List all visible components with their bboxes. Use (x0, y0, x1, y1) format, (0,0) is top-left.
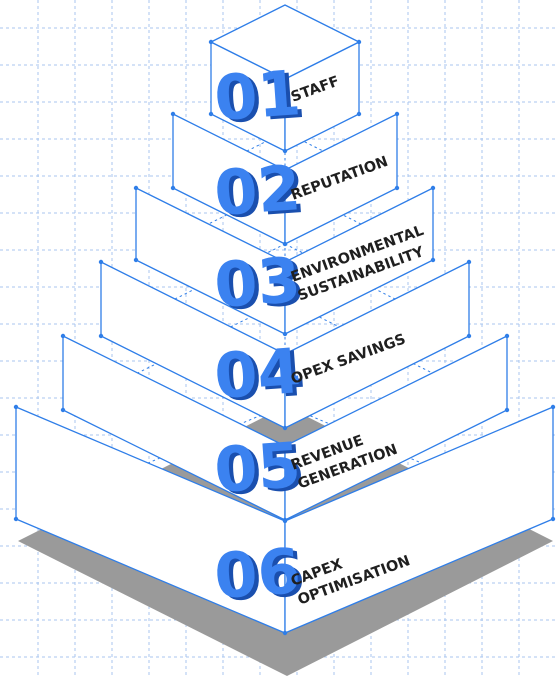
vertex-dot (60, 407, 66, 413)
vertex-dot (170, 111, 176, 117)
vertex-dot (60, 333, 66, 339)
vertex-dot (208, 39, 214, 45)
vertex-dot (282, 351, 288, 357)
tier-number: 02 (212, 151, 303, 230)
vertex-dot (13, 404, 19, 410)
tier-number: 03 (212, 243, 303, 322)
vertex-dot (282, 630, 288, 636)
vertex-dot (170, 185, 176, 191)
vertex-dot (430, 257, 436, 263)
tier-number: 05 (212, 428, 303, 507)
tier-number: 06 (212, 534, 303, 613)
tier-number-shadow: 04 (216, 337, 307, 416)
vertex-dot (466, 259, 472, 265)
vertex-dot (466, 333, 472, 339)
vertex-dot (282, 259, 288, 265)
vertex-dot (356, 39, 362, 45)
tier-number-shadow: 05 (216, 431, 307, 510)
vertex-dot (550, 404, 556, 410)
vertex-dot (282, 517, 288, 523)
vertex-dot (394, 111, 400, 117)
vertex-dot (282, 443, 288, 449)
tier-number-shadow: 02 (216, 154, 307, 233)
vertex-dot (282, 148, 288, 154)
vertex-dot (430, 185, 436, 191)
vertex-dot (282, 167, 288, 173)
vertex-dot (282, 331, 288, 337)
tier-number: 04 (212, 334, 303, 413)
vertex-dot (282, 241, 288, 247)
pyramid-tiers: 0606CAPEXOPTIMISATION0505REVENUEGENERATI… (13, 4, 556, 636)
vertex-dot (504, 333, 510, 339)
vertex-dot (504, 407, 510, 413)
vertex-dot (282, 425, 288, 431)
vertex-dot (282, 76, 288, 82)
vertex-dot (98, 259, 104, 265)
vertex-dot (98, 333, 104, 339)
vertex-dot (133, 185, 139, 191)
vertex-dot (208, 111, 214, 117)
tier-number-shadow: 06 (216, 537, 307, 616)
vertex-dot (394, 185, 400, 191)
tier-number: 01 (212, 56, 303, 135)
tier-number-shadow: 03 (216, 246, 307, 325)
vertex-dot (13, 516, 19, 522)
tier-number-shadow: 01 (216, 59, 307, 138)
vertex-dot (356, 111, 362, 117)
vertex-dot (550, 516, 556, 522)
vertex-dot (133, 257, 139, 263)
